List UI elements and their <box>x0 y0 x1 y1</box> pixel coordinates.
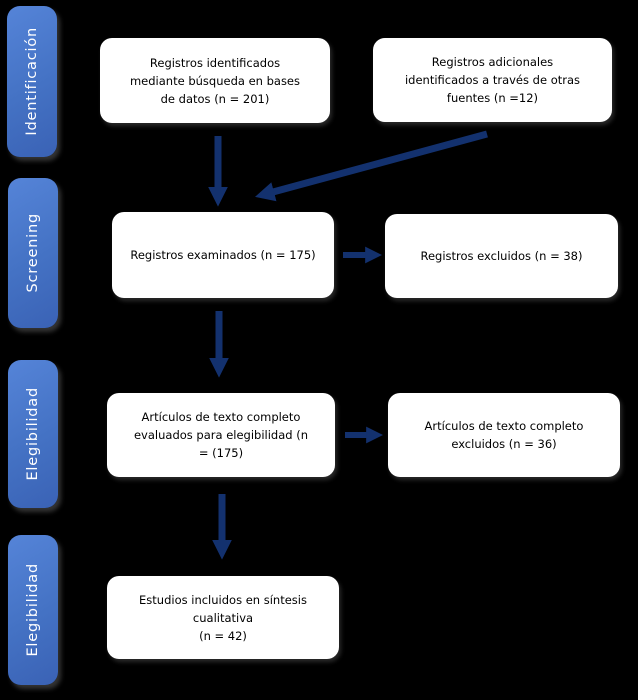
box-registros-examinados: Registros examinados (n = 175) <box>112 212 334 298</box>
box-estudios-incluidos-text: Estudios incluidos en síntesis cualitati… <box>139 592 307 643</box>
stage-tab-elegibilidad-2: Elegibilidad <box>8 535 58 685</box>
stage-tab-elegibilidad-1: Elegibilidad <box>8 360 58 508</box>
stage-tab-identificacion: Identificación <box>7 6 57 157</box>
box-articulos-excluidos-text: Artículos de texto completo excluidos (n… <box>424 419 584 451</box>
box-registros-examinados-text: Registros examinados (n = 175) <box>130 248 316 262</box>
box-registros-excluidos: Registros excluidos (n = 38) <box>385 214 618 298</box>
box-registros-identificados-text: Registros identificados mediante búsqued… <box>129 55 301 106</box>
stage-label-elegibilidad-2: Elegibilidad <box>25 563 41 657</box>
stage-tab-screening: Screening <box>8 178 58 328</box>
stage-label-elegibilidad-1: Elegibilidad <box>25 387 41 481</box>
stage-label-screening: Screening <box>25 213 41 293</box>
box-articulos-excluidos: Artículos de texto completo excluidos (n… <box>388 393 620 477</box>
box-estudios-incluidos: Estudios incluidos en síntesis cualitati… <box>107 576 339 659</box>
box-registros-excluidos-text: Registros excluidos (n = 38) <box>420 249 583 263</box>
box-articulos-evaluados-text: Artículos de texto completo evaluados pa… <box>133 410 309 460</box>
box-registros-identificados: Registros identificados mediante búsqued… <box>100 38 330 123</box>
stage-label-identificacion: Identificación <box>24 27 40 136</box>
arrow-adicionales-to-examinados <box>255 130 488 202</box>
box-registros-adicionales-text: Registros adicionales identificados a tr… <box>404 55 580 105</box>
box-articulos-evaluados: Artículos de texto completo evaluados pa… <box>107 393 335 477</box>
box-registros-adicionales: Registros adicionales identificados a tr… <box>373 38 612 122</box>
